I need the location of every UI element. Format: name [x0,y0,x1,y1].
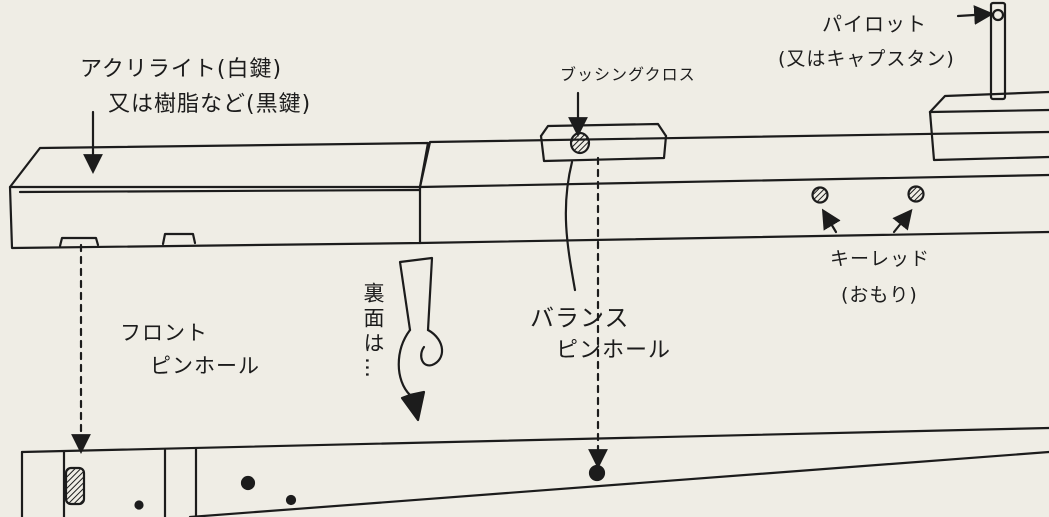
bushing-cloth-mark [569,131,591,155]
pilot-label-line2: (又はキャプスタン) [778,48,955,70]
pilot-label-line1: パイロット [822,12,927,36]
bushing-cloth-label: ブッシングクロス [560,65,696,84]
key-lead-label-line2: (おもり) [841,284,918,306]
pilot-block [928,90,1049,114]
balance-pin-hole [588,464,606,482]
acrylite-label-line1: アクリライト(白鍵) [80,57,283,82]
underside-hole [240,475,256,491]
front-pin-hole-label-line2: ピンホール [150,354,260,378]
underside-label: 裏面は… [361,282,385,382]
key-lead-2 [907,185,925,203]
key-top-view [8,1,1049,250]
front-pin-hole [64,466,86,506]
balance-pin-hole-label-line1: バランス [530,304,630,332]
front-pin-hole-label-line1: フロント [120,321,208,345]
acrylite-keytop [8,141,430,189]
annotations [71,5,994,469]
key-lead-label-line1: キーレッド [830,248,931,270]
key-lead-1 [811,186,829,204]
key-leads [811,185,925,204]
pilot-screw [989,1,1007,101]
flip-arrow [398,256,434,332]
key-body [418,130,1049,189]
key-underside-view [20,426,1049,517]
bushing-block [539,122,668,138]
acrylite-label-line2: 又は樹脂など(黒鍵) [108,92,312,117]
balance-pin-hole-label-line2: ピンホール [556,338,672,363]
